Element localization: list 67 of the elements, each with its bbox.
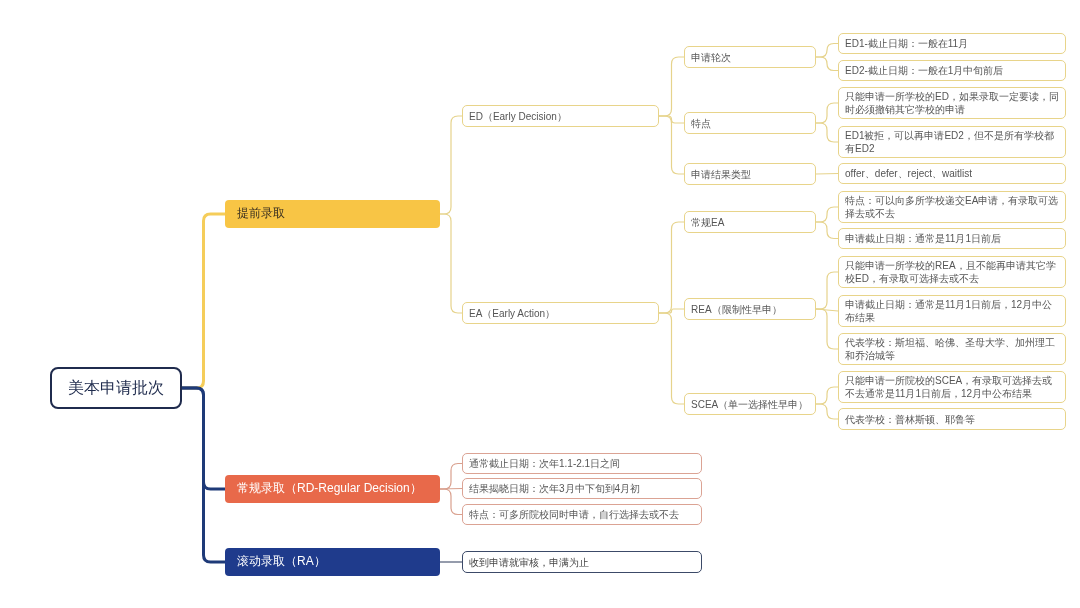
- topic-text: 只能申请一所院校的SCEA，有录取可选择去或不去通常是11月1日前后，12月中公布结果: [845, 374, 1054, 400]
- topic-text: 特点: [691, 116, 711, 130]
- topic-text: ED（Early Decision）: [469, 109, 567, 123]
- topic-box: [462, 453, 702, 474]
- topic-box: [838, 228, 1066, 249]
- topic-text: ED1被拒，可以再申请ED2，但不是所有学校都有ED2: [845, 129, 1055, 155]
- topic-box: [684, 211, 816, 233]
- topic-text: 代表学校：普林斯顿、耶鲁等: [845, 412, 975, 426]
- topic-box: [838, 33, 1066, 54]
- topic-box: [838, 408, 1066, 430]
- topic-text: 收到申请就审核，申满为止: [469, 555, 589, 569]
- topic-box: [684, 112, 816, 134]
- topic-text: 美本申请批次: [68, 377, 164, 398]
- topic-text: 代表学校：斯坦福、哈佛、圣母大学、加州理工和乔治城等: [845, 336, 1056, 362]
- topic-text: 结果揭晓日期：次年3月中下旬到4月初: [469, 482, 641, 495]
- topic-box: [684, 163, 816, 185]
- topic-box: [838, 126, 1066, 158]
- topic-text: ED1-截止日期：一般在11月: [845, 37, 969, 50]
- brace-connector: [658, 115, 685, 175]
- topic-text: REA（限制性早申）: [691, 302, 782, 316]
- brace-connector: [180, 386, 227, 564]
- brace-connector: [815, 56, 839, 72]
- topic-text: SCEA（单一选择性早申）: [691, 397, 809, 411]
- main-branch-box: [225, 200, 440, 228]
- topic-box: [684, 46, 816, 68]
- brace-connector: [439, 561, 463, 563]
- topic-text: 特点：可多所院校同时申请，自行选择去或不去: [469, 508, 679, 521]
- topic-box: [838, 163, 1066, 184]
- topic-box: [838, 371, 1066, 403]
- brace-connector: [815, 122, 839, 143]
- topic-text: ED2-截止日期：一般在1月中旬前后: [845, 64, 1004, 77]
- topic-text: 通常截止日期：次年1.1-2.1日之间: [469, 457, 621, 470]
- topic-box: [462, 551, 702, 573]
- topic-text: 只能申请一所学校的REA，且不能再申请其它学校ED，有录取可选择去或不去: [845, 259, 1057, 285]
- brace-connector: [815, 308, 839, 350]
- topic-text: 常规录取（RD-Regular Decision）: [237, 481, 422, 497]
- topic-box: [684, 298, 816, 320]
- brace-connector: [815, 221, 839, 240]
- topic-text: 滚动录取（RA）: [237, 554, 326, 570]
- topic-text: 申请结果类型: [691, 167, 751, 181]
- topic-box: [462, 105, 659, 127]
- topic-box: [838, 60, 1066, 81]
- topic-box: [838, 87, 1066, 119]
- topic-box: [462, 504, 702, 525]
- topic-text: 特点：可以向多所学校递交EA申请，有录取可选择去或不去: [845, 194, 1059, 220]
- topic-box: [838, 191, 1066, 223]
- topic-text: 申请截止日期：通常是11月1日前后，12月中公布结果: [845, 298, 1054, 324]
- topic-text: offer、defer、reject、waitlist: [845, 167, 973, 180]
- topic-box: [838, 333, 1066, 365]
- topic-text: 申请截止日期：通常是11月1日前后: [845, 232, 1001, 245]
- root-topic-box: [50, 367, 182, 409]
- brace-connector: [439, 213, 463, 314]
- main-branch-box: [225, 475, 440, 503]
- topic-box: [462, 478, 702, 499]
- topic-text: 申请轮次: [691, 50, 731, 64]
- topic-text: 常规EA: [691, 215, 725, 229]
- brace-connector: [815, 172, 839, 175]
- topic-box: [462, 302, 659, 324]
- brace-connector: [658, 312, 685, 405]
- topic-text: EA（Early Action）: [469, 306, 556, 320]
- topic-box: [684, 393, 816, 415]
- topic-box: [838, 256, 1066, 288]
- topic-text: 只能申请一所学校的ED，如果录取一定要读，同时必须撤销其它学校的申请: [845, 90, 1059, 116]
- topic-box: [838, 295, 1066, 327]
- brace-connector: [815, 403, 839, 420]
- topic-text: 提前录取: [237, 206, 285, 222]
- main-branch-box: [225, 548, 440, 576]
